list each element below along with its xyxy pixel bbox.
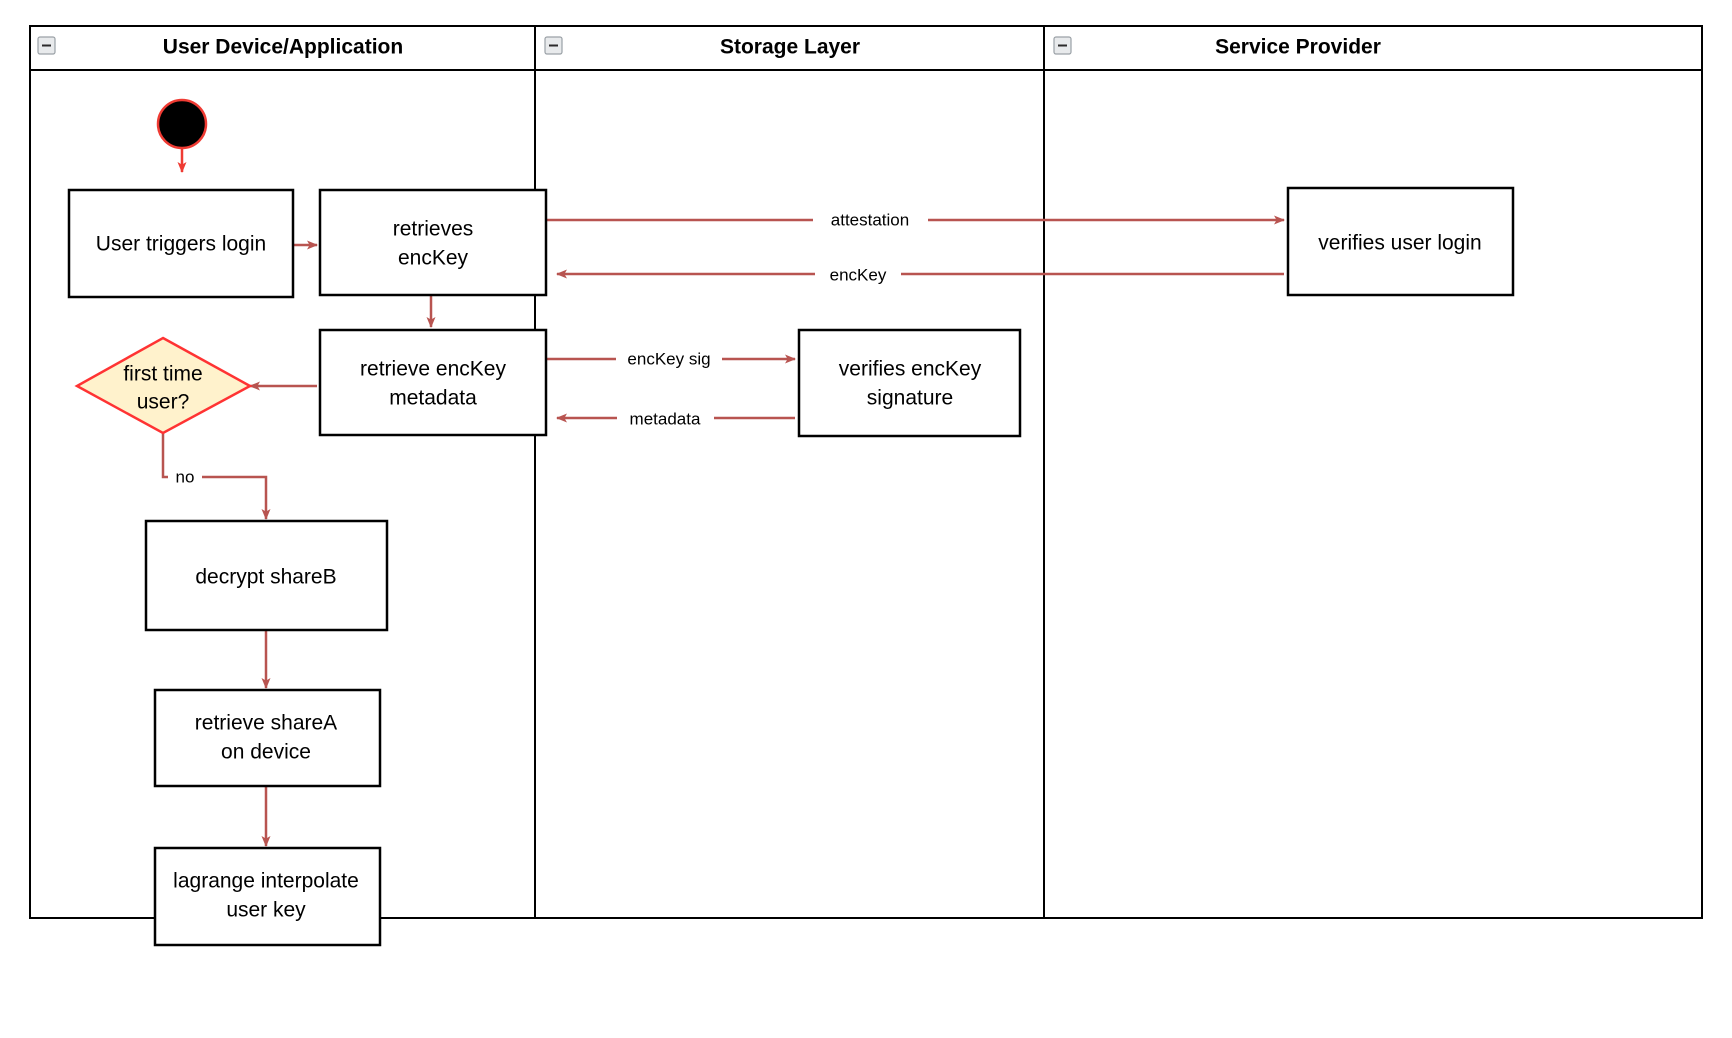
lane-header-service-provider[interactable]: Service Provider (1053, 36, 1381, 59)
lane-header-user-device[interactable]: User Device/Application (37, 36, 403, 59)
node-label-retrieves-enckey-line2: encKey (398, 247, 469, 270)
node-first-time-user-decision[interactable]: first time user? (74, 336, 253, 435)
node-label-retrieve-sharea-line1: retrieve shareA (195, 712, 337, 735)
node-retrieve-enckey-metadata[interactable]: retrieve encKey metadata (318, 328, 548, 437)
node-decrypt-shareb[interactable]: decrypt shareB (144, 519, 389, 632)
node-label-retrieves-enckey-line1: retrieves (393, 218, 474, 241)
collapse-minus-box-icon-lane-2[interactable] (544, 36, 563, 55)
node-retrieves-enckey[interactable]: retrieves encKey (318, 188, 548, 297)
node-verifies-enckey-signature[interactable]: verifies encKey signature (797, 328, 1022, 438)
node-start-circle[interactable] (156, 98, 208, 150)
node-verifies-user-login[interactable]: verifies user login (1286, 186, 1515, 297)
node-user-triggers-login[interactable]: User triggers login (67, 188, 295, 299)
svg-text:attestation: attestation (831, 210, 909, 229)
svg-text:encKey sig: encKey sig (627, 349, 710, 368)
edge-label-metadata: metadata (617, 407, 714, 429)
node-label-user-triggers-login: User triggers login (96, 233, 266, 256)
lane-header-storage-layer[interactable]: Storage Layer (544, 36, 860, 59)
node-label-lagrange-line2: user key (226, 899, 306, 922)
node-label-retrieve-enckey-metadata-line1: retrieve encKey (360, 358, 506, 381)
edge-decision-no (161, 432, 271, 520)
lane-title-storage-layer: Storage Layer (720, 36, 860, 59)
node-label-verifies-enckey-signature-line2: signature (867, 387, 953, 410)
lane-title-user-device: User Device/Application (163, 36, 403, 59)
node-label-verifies-user-login: verifies user login (1318, 232, 1481, 255)
edge-label-enckey: encKey (815, 264, 901, 286)
node-label-verifies-enckey-signature-line1: verifies encKey (839, 358, 982, 381)
svg-text:metadata: metadata (630, 409, 701, 428)
node-label-retrieve-enckey-metadata-line2: metadata (389, 387, 477, 410)
svg-text:encKey: encKey (830, 265, 887, 284)
lane-title-service-provider: Service Provider (1215, 36, 1381, 59)
node-label-retrieve-sharea-line2: on device (221, 741, 311, 764)
node-retrieve-sharea-on-device[interactable]: retrieve shareA on device (153, 688, 382, 788)
collapse-minus-box-icon-lane-1[interactable] (37, 36, 56, 55)
svg-text:no: no (176, 467, 195, 486)
node-label-first-time-user-line2: user? (137, 391, 190, 414)
node-lagrange-interpolate-user-key[interactable]: lagrange interpolate user key (153, 846, 382, 947)
node-label-first-time-user-line1: first time (123, 363, 202, 386)
edge-label-attestation: attestation (813, 209, 928, 231)
node-label-decrypt-shareb: decrypt shareB (195, 566, 336, 589)
collapse-minus-box-icon-lane-3[interactable] (1053, 36, 1072, 55)
edge-label-no: no (168, 467, 202, 488)
edge-label-enckey-sig: encKey sig (616, 348, 722, 370)
node-label-lagrange-line1: lagrange interpolate (173, 870, 359, 893)
